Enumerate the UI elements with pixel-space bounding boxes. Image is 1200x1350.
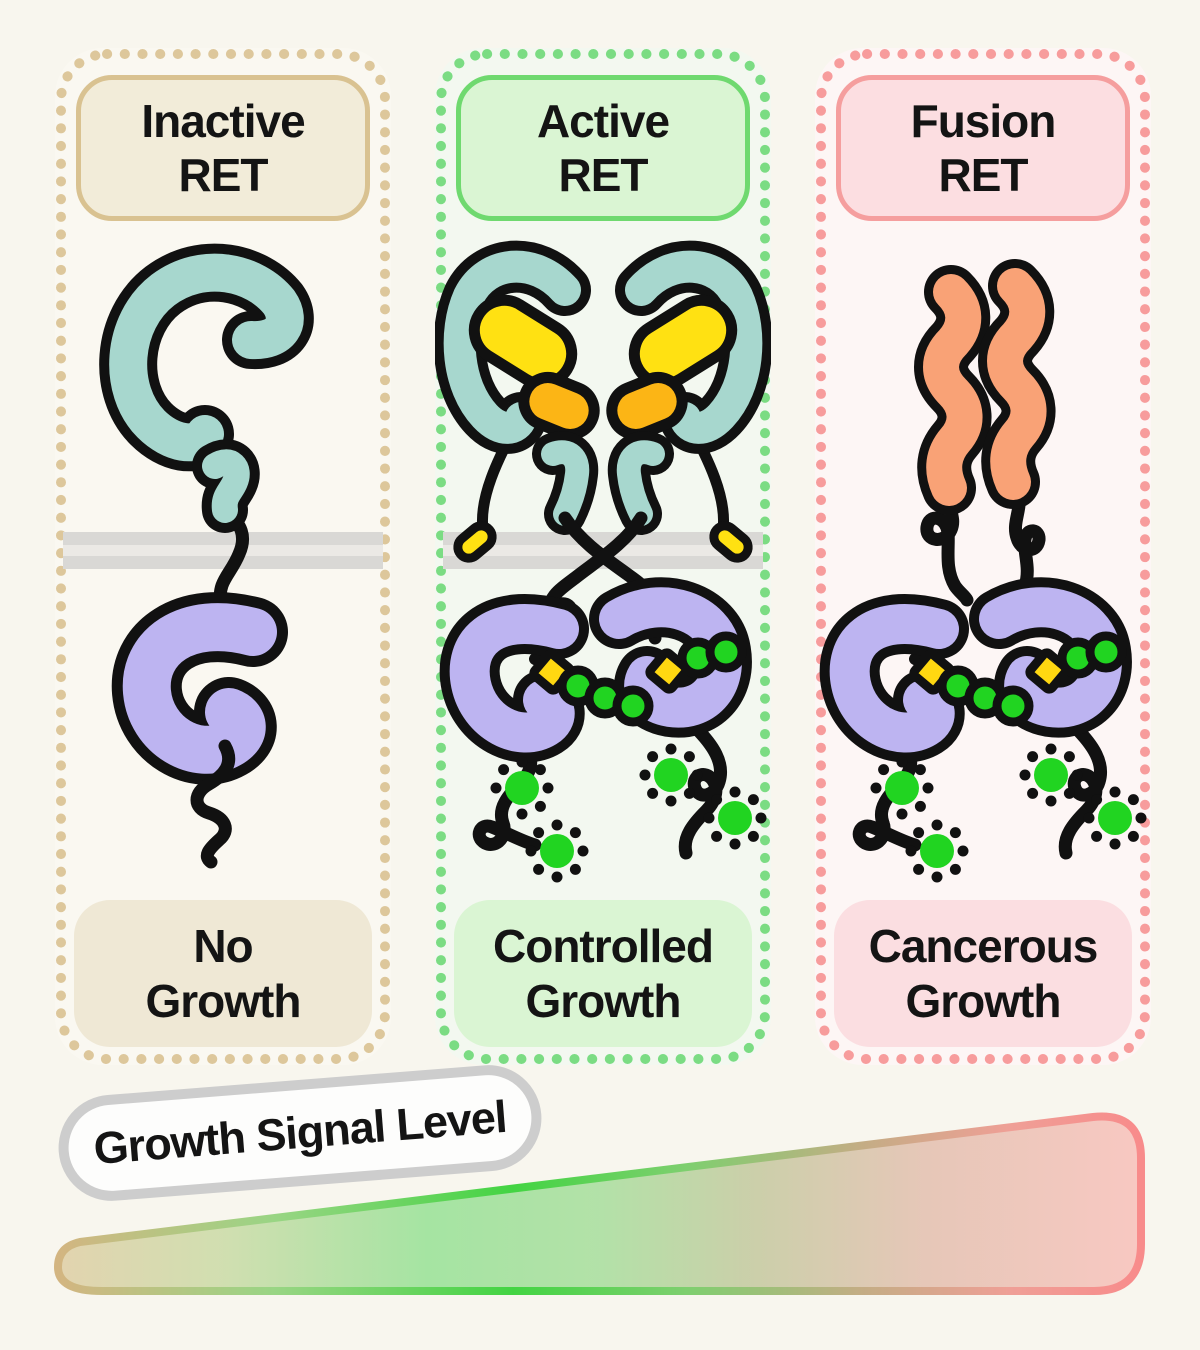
plasma-membrane: [63, 532, 383, 569]
panel-footer-badge: Cancerous Growth: [834, 900, 1132, 1047]
panel-footer-badge: No Growth: [74, 900, 372, 1047]
co-receptor: [606, 372, 688, 440]
membrane-anchor: [453, 521, 497, 563]
co-receptor: [518, 372, 600, 440]
panel-footer-badge: Controlled Growth: [454, 900, 752, 1047]
membrane-anchor: [709, 521, 753, 563]
gdnf-ligand: [628, 294, 738, 390]
receptor-half: [606, 240, 771, 563]
panel-inactive-ret: Inactive RET No Growth: [55, 48, 391, 1065]
extracellular-domain: [99, 243, 314, 533]
panel-header-badge: Fusion RET: [836, 75, 1130, 221]
gdnf-ligand: [468, 294, 578, 390]
receptor-half: [435, 240, 600, 563]
kinase-domain: [111, 592, 288, 785]
panel-fusion-ret: Fusion RET Cancerous Growth: [815, 48, 1151, 1065]
panel-header-badge: Active RET: [456, 75, 750, 221]
panel-header-badge: Inactive RET: [76, 75, 370, 221]
panel-dotted-border: [816, 49, 1150, 1064]
fusion-ret-illustration: [815, 259, 1151, 900]
panel-active-ret: Active RET: [435, 48, 771, 1065]
panel-dotted-border: [56, 49, 390, 1064]
inactive-ret-illustration: [63, 243, 383, 869]
fusion-partner-coiled-coil: [914, 259, 1056, 515]
panel-dotted-border: [436, 49, 770, 1064]
signal-tail: [190, 739, 236, 869]
active-ret-illustration: [435, 240, 771, 900]
